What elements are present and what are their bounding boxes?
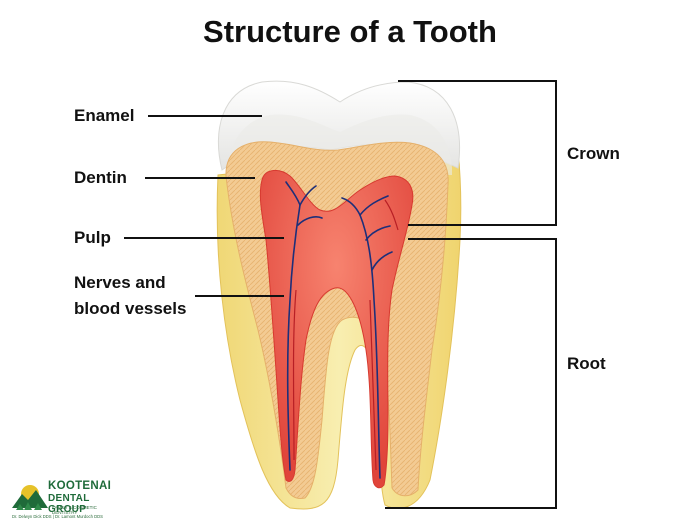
pulp-chamber xyxy=(259,170,414,489)
blood-vessels-red xyxy=(292,199,399,471)
kootenai-dental-logo: KOOTENAI DENTAL GROUP FAMILY & COSMETIC … xyxy=(12,478,122,520)
label-dentin: Dentin xyxy=(74,168,127,187)
root-bracket xyxy=(385,238,557,509)
label-enamel: Enamel xyxy=(74,106,135,125)
nerves-and-vessels xyxy=(285,181,393,479)
logo-name-line2: DENTAL GROUP xyxy=(48,493,90,515)
label-root: Root xyxy=(567,354,606,373)
label-nerves-line2: blood vessels xyxy=(74,299,187,318)
logo-name-line1: KOOTENAI xyxy=(48,480,112,492)
mountain-sun-icon xyxy=(12,485,48,510)
label-pulp: Pulp xyxy=(74,228,111,247)
logo-tagline: FAMILY & COSMETIC DENTISTRY xyxy=(52,505,97,515)
label-crown: Crown xyxy=(567,144,620,163)
crown-bracket xyxy=(398,80,557,226)
logo-doctors: Dr. Delwyn Dick DDS | Dr. Lamont Murdoch… xyxy=(12,514,103,519)
label-nerves-line1: Nerves and xyxy=(74,273,166,292)
diagram-title: Structure of a Tooth xyxy=(203,14,497,49)
